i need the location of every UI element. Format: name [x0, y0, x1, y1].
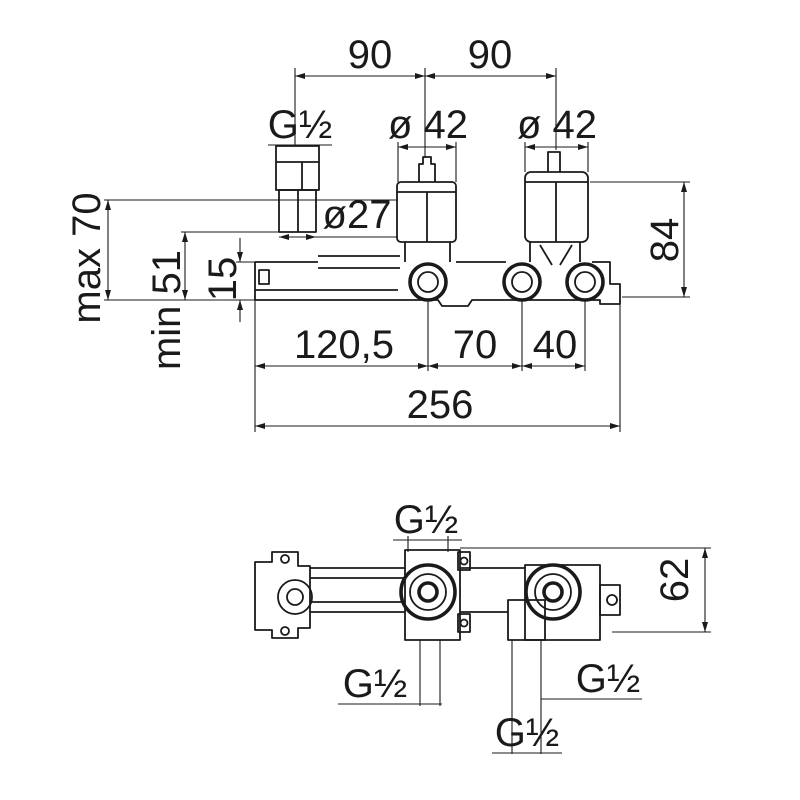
- dim-text-120-5: 120,5: [294, 323, 394, 367]
- cartridge-seat-outer: [524, 563, 582, 621]
- dim-text-62: 62: [653, 558, 697, 603]
- thread-label-bottom-right: G½: [576, 657, 640, 701]
- cartridge-stem-left: [418, 156, 436, 182]
- mounting-slot: [258, 269, 270, 285]
- outlet-nipple-inner: [417, 271, 439, 293]
- top-view: 90 90 G½ ø 42 ø 42 ø27: [65, 33, 690, 432]
- dim-text-min-51: min 51: [145, 250, 189, 370]
- thread-label-inlet: G½: [268, 103, 332, 147]
- dim-text-15: 15: [201, 257, 245, 302]
- mounting-tab: [457, 551, 471, 571]
- cartridge-seat-inner: [542, 581, 564, 603]
- dim-text-diameter-42-right: ø 42: [517, 103, 597, 147]
- mounting-tab: [457, 613, 471, 633]
- dim-text-84: 84: [643, 218, 687, 263]
- outlet-nipple-inner: [511, 271, 533, 293]
- cartridge-seat-middle: [534, 573, 572, 611]
- cartridge-neck-right: [529, 242, 581, 266]
- dim-text-40: 40: [533, 323, 578, 367]
- tab-hole: [459, 556, 469, 566]
- dim-text-90-left: 90: [348, 33, 393, 77]
- outlet-nipple-outer: [408, 262, 448, 302]
- dim-text-90-right: 90: [468, 33, 513, 77]
- cartridge-seat-middle: [409, 573, 447, 611]
- outlet-nipple-outer: [565, 262, 605, 302]
- outlet-nipple-inner: [574, 271, 596, 293]
- thread-label-top: G½: [394, 498, 458, 542]
- bracket-hole: [280, 554, 290, 564]
- cartridge-seat-inner: [417, 581, 439, 603]
- valve-body-outline: [254, 255, 621, 307]
- mounting-bracket-left: [254, 551, 311, 639]
- dim-text-max-70: max 70: [65, 192, 109, 323]
- cartridge-seat-outer: [399, 563, 457, 621]
- dim-text-70: 70: [453, 323, 498, 367]
- thread-label-bottom-left: G½: [343, 662, 407, 706]
- mounting-tab: [599, 584, 621, 616]
- tab-hole: [459, 618, 469, 628]
- cartridge-neck-left: [404, 242, 451, 262]
- cartridge-stem-right: [547, 151, 561, 172]
- dim-text-diameter-42-left: ø 42: [388, 103, 468, 147]
- thread-label-bottom-center: G½: [495, 711, 559, 755]
- valve-block-left: [404, 549, 461, 641]
- inlet-port-inner: [286, 588, 304, 606]
- inlet-pipe-head: [275, 145, 320, 191]
- bottom-view: G½ 62: [254, 498, 711, 755]
- dim-text-256: 256: [407, 383, 474, 427]
- outlet-bracket: [507, 599, 546, 641]
- tab-hole: [606, 594, 618, 606]
- inlet-port-outer: [277, 579, 313, 615]
- bracket-hole: [280, 626, 290, 636]
- valve-body-channel: [310, 567, 525, 613]
- outlet-nipple-outer: [502, 262, 542, 302]
